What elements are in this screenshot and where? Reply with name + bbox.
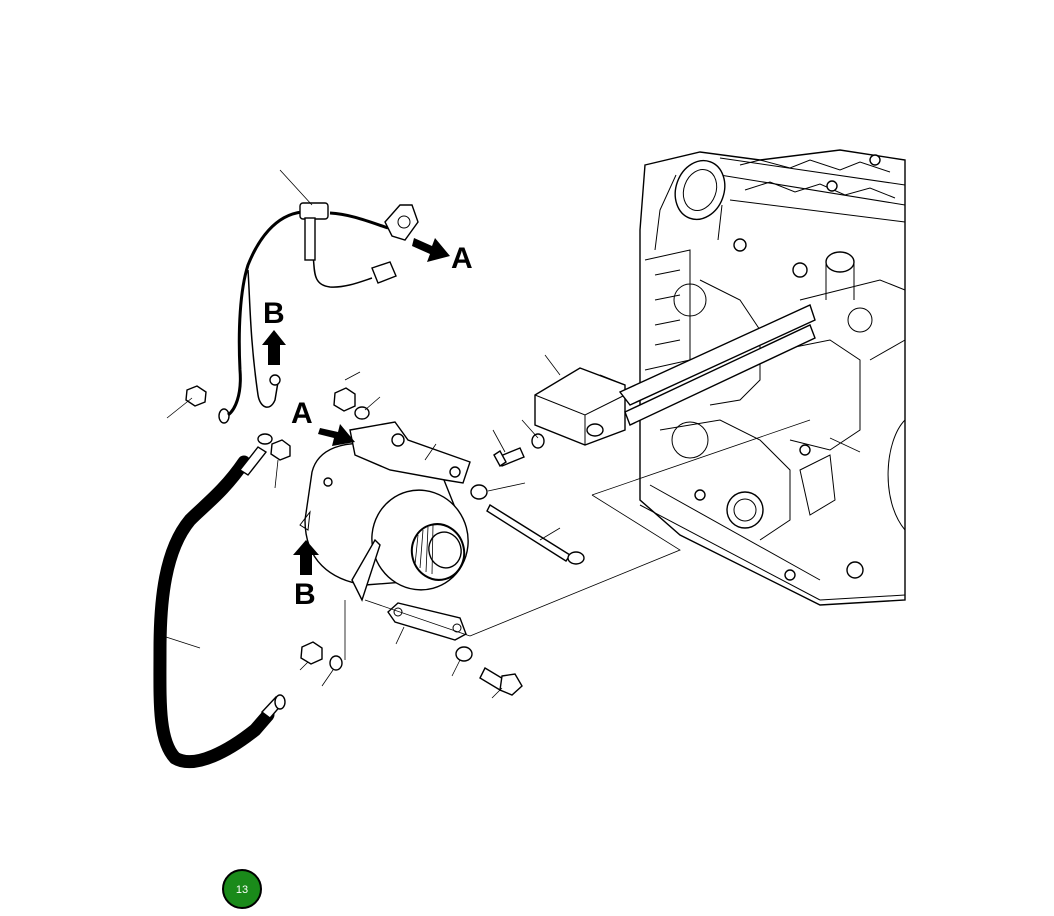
nut <box>270 439 291 461</box>
arrow-a-left <box>318 424 355 446</box>
page-badge[interactable]: 13 <box>222 869 262 909</box>
fasteners <box>185 385 585 696</box>
arrow-b-top <box>262 330 286 365</box>
nut <box>333 387 356 412</box>
callout-a-left: A <box>291 397 313 430</box>
battery-cable <box>153 433 286 769</box>
solenoid-bracket <box>534 304 816 446</box>
arrow-b-bottom <box>293 540 319 575</box>
leader-lines <box>165 169 861 699</box>
page-number: 13 <box>236 884 248 896</box>
nut <box>185 385 207 407</box>
callout-b-bottom: B <box>294 578 316 611</box>
arrow-a-top <box>412 238 450 262</box>
engine-block <box>639 149 906 606</box>
nut <box>300 641 323 665</box>
callout-b-top: B <box>263 297 285 330</box>
starter-motor <box>299 421 471 602</box>
wire-harness <box>227 202 419 417</box>
callout-a-top: A <box>451 242 473 275</box>
